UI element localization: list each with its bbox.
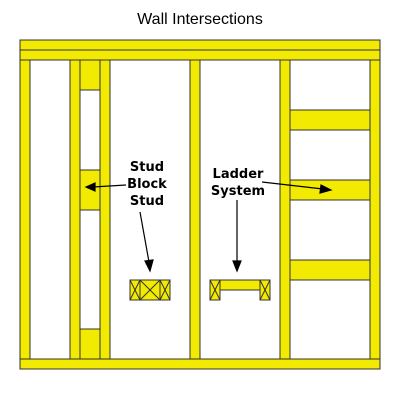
ladder-rung-top — [289, 109, 371, 131]
wall-frame — [19, 39, 381, 370]
stud-block-stud-left — [69, 59, 81, 360]
arrow-to-ladder-plan-head — [232, 260, 242, 273]
stud-ladder — [279, 59, 291, 360]
stud-middle — [189, 59, 201, 360]
bottom-plate — [19, 358, 381, 370]
arrow-to-block-head — [84, 182, 96, 192]
arrows — [84, 181, 333, 273]
ladder-rung-bottom — [289, 259, 371, 281]
block-middle — [79, 169, 101, 211]
label-stud-block-stud-line-2: Block — [127, 177, 167, 192]
top-plate-upper — [19, 39, 381, 51]
diagram-title: Wall Intersections — [137, 11, 263, 28]
arrow-to-rung-head — [319, 184, 333, 194]
label-stud-block-stud-line-3: Stud — [130, 194, 164, 209]
block-top — [79, 59, 101, 91]
plan-stud-left-x2 — [129, 279, 141, 301]
arrow-to-block-line — [92, 184, 127, 188]
label-ladder-system: Ladder System — [211, 167, 265, 199]
arrow-to-sbs-plan-line — [139, 211, 150, 263]
ladder-plan-stud-left-x2 — [209, 279, 221, 301]
plan-block-x2 — [139, 279, 161, 301]
ladder-plan-blocking — [219, 279, 261, 291]
ladder-plan-stud-right-x2 — [259, 279, 271, 301]
label-stud-block-stud-line-1: Stud — [130, 160, 164, 175]
stud-block-stud-plan-detail — [129, 279, 171, 301]
stud-end-right — [369, 59, 381, 360]
label-stud-block-stud: Stud Block Stud — [127, 160, 167, 209]
block-bottom — [79, 328, 101, 360]
label-ladder-system-line-2: System — [211, 184, 265, 199]
stud-block-stud-right — [99, 59, 111, 360]
arrow-to-sbs-plan-head — [144, 259, 154, 273]
label-ladder-system-line-1: Ladder — [213, 167, 264, 182]
arrow-to-rung-line — [261, 181, 324, 190]
ladder-plan-detail — [209, 279, 271, 301]
stud-end-left — [19, 59, 31, 360]
plan-stud-right-x2 — [159, 279, 171, 301]
top-plate-lower — [19, 49, 381, 61]
